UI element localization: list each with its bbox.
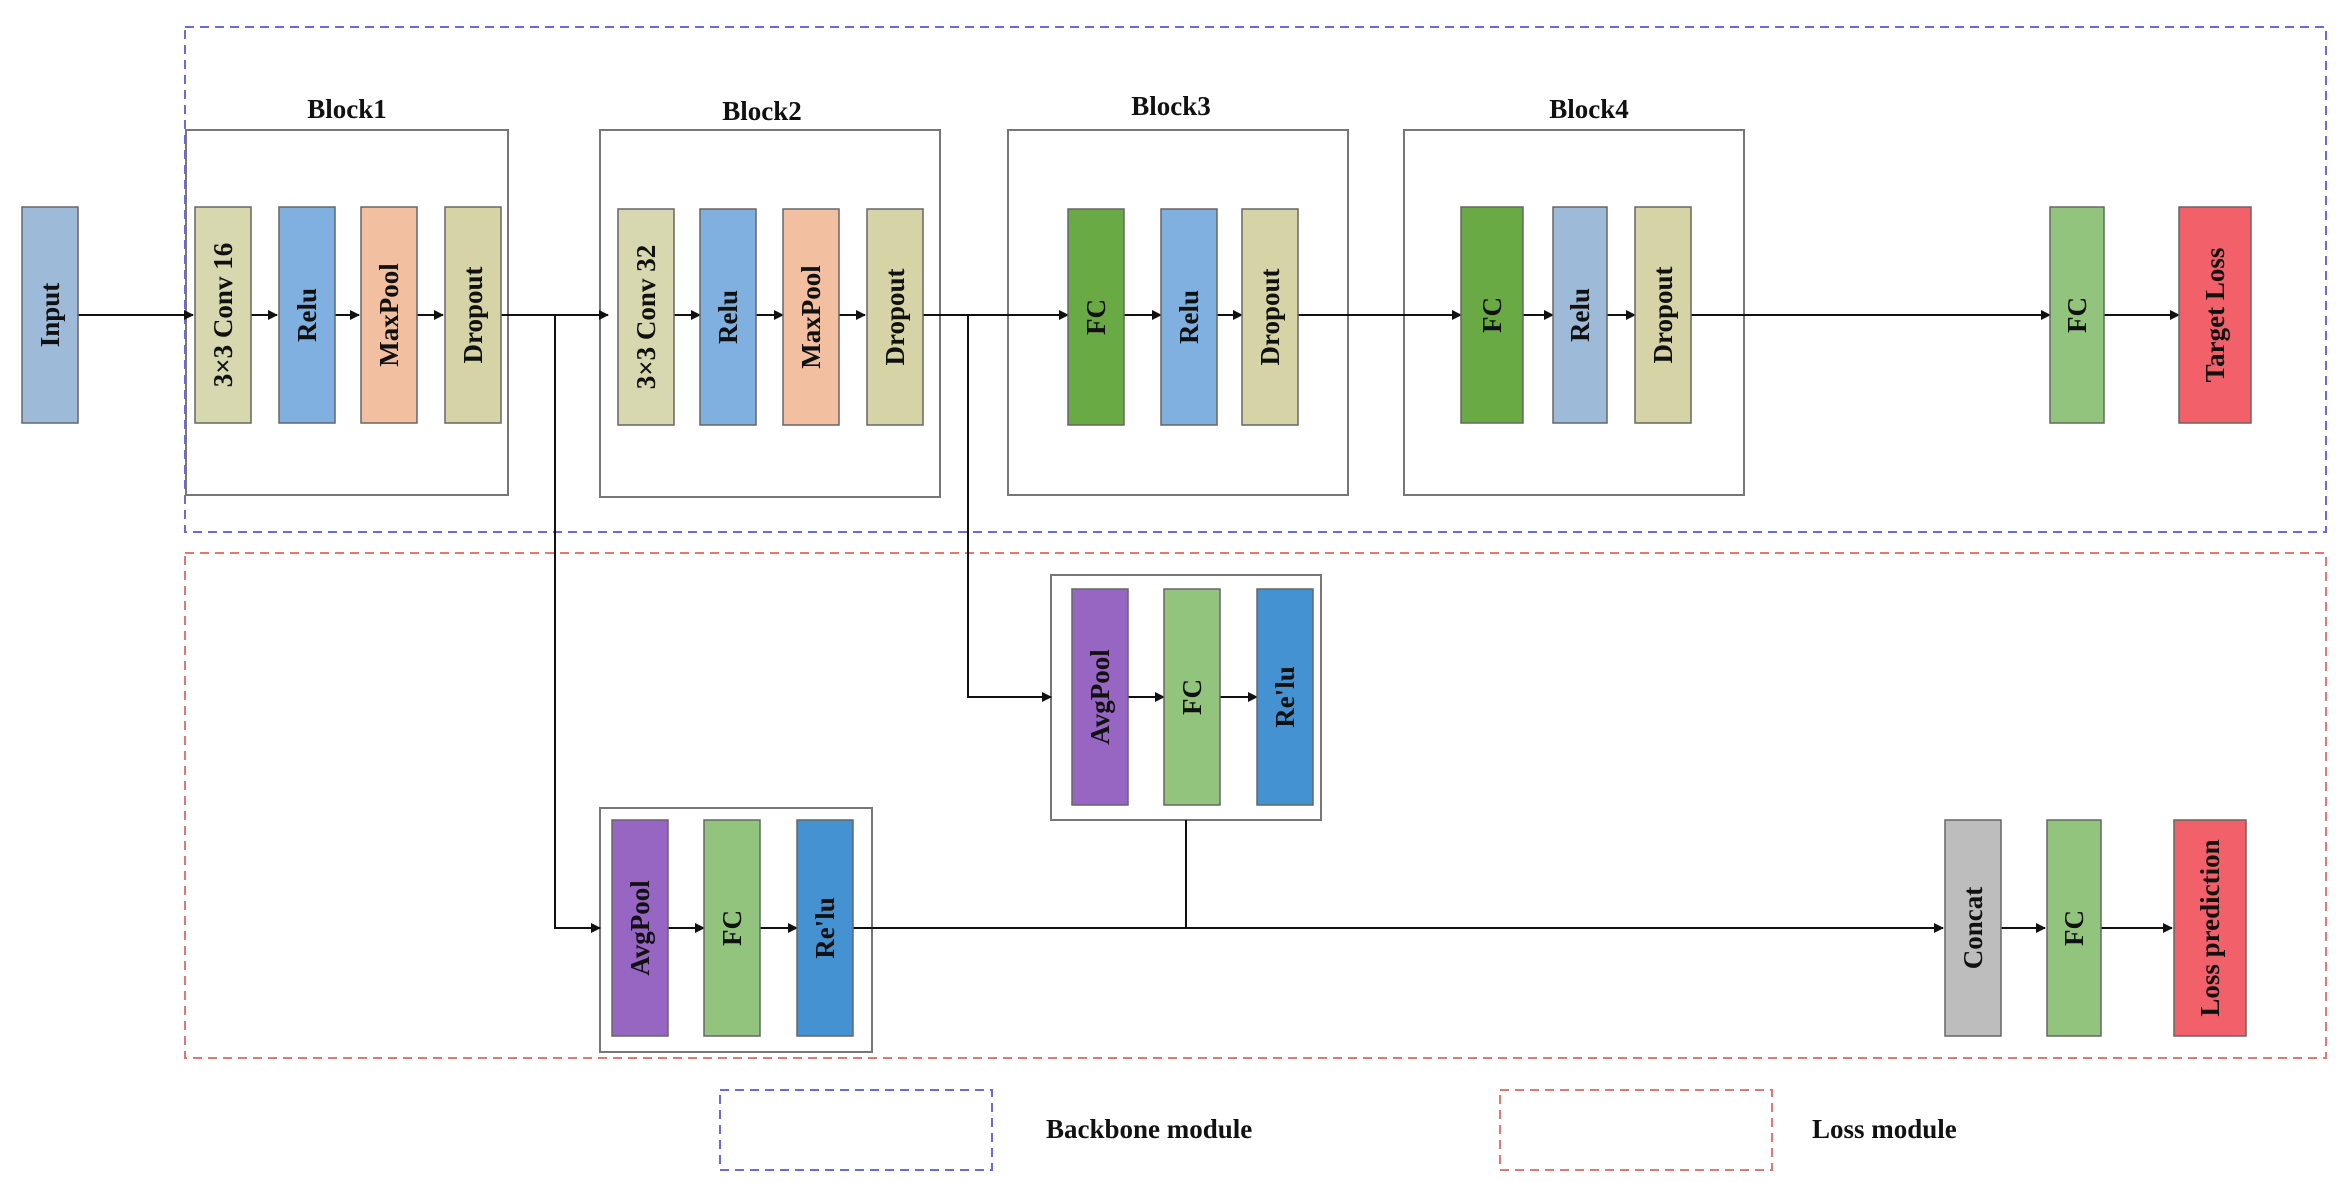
- layer-fc-upper: FC: [1163, 588, 1221, 806]
- svg-text:Re'lu: Re'lu: [1270, 666, 1300, 728]
- svg-text:FC: FC: [1177, 679, 1207, 715]
- block4-title: Block4: [1549, 94, 1629, 124]
- layer-relu-3: Relu: [1160, 208, 1218, 426]
- layer-fc-lower: FC: [703, 819, 761, 1037]
- svg-text:FC: FC: [717, 910, 747, 946]
- svg-text:Dropout: Dropout: [1255, 268, 1285, 365]
- svg-text:MaxPool: MaxPool: [374, 263, 404, 367]
- connectors: [78, 310, 2180, 933]
- layer-avgpool-upper: AvgPool: [1071, 588, 1129, 806]
- layer-loss-prediction: Loss prediction: [2173, 819, 2247, 1037]
- layer-maxpool-2: MaxPool: [782, 208, 840, 426]
- layer-dropout-3: Dropout: [1241, 208, 1299, 426]
- svg-text:Dropout: Dropout: [880, 268, 910, 365]
- layer-fc-block3: FC: [1067, 208, 1125, 426]
- svg-text:Target Loss: Target Loss: [2200, 248, 2230, 383]
- layer-dropout-1: Dropout: [444, 206, 502, 424]
- layer-dropout-4: Dropout: [1634, 206, 1692, 424]
- svg-text:AvgPool: AvgPool: [625, 880, 655, 976]
- legend-loss-swatch: [1499, 1089, 1773, 1171]
- layer-dropout-2: Dropout: [866, 208, 924, 426]
- layer-conv32: 3×3 Conv 32: [617, 208, 675, 426]
- svg-text:Dropout: Dropout: [1648, 266, 1678, 363]
- svg-text:Loss prediction: Loss prediction: [2195, 839, 2225, 1016]
- svg-text:MaxPool: MaxPool: [796, 265, 826, 369]
- layer-maxpool-1: MaxPool: [360, 206, 418, 424]
- backbone-module-region: [184, 26, 2327, 533]
- layer-avgpool-lower: AvgPool: [611, 819, 669, 1037]
- layer-prelu-lower: Re'lu: [796, 819, 854, 1037]
- svg-text:3×3 Conv 32: 3×3 Conv 32: [631, 245, 661, 389]
- svg-text:Relu: Relu: [1565, 288, 1595, 342]
- layer-conv16: 3×3 Conv 16: [194, 206, 252, 424]
- svg-text:FC: FC: [1477, 297, 1507, 333]
- layer-target-loss: Target Loss: [2178, 206, 2252, 424]
- layer-relu-4: Relu: [1552, 206, 1608, 424]
- svg-text:FC: FC: [2059, 910, 2089, 946]
- layer-concat: Concat: [1944, 819, 2002, 1037]
- svg-text:Relu: Relu: [713, 290, 743, 344]
- svg-text:Relu: Relu: [1174, 290, 1204, 344]
- layer-fc-block4: FC: [1460, 206, 1524, 424]
- svg-text:Re'lu: Re'lu: [810, 897, 840, 959]
- layer-fc-loss: FC: [2046, 819, 2102, 1037]
- block3-frame: [1007, 129, 1349, 496]
- legend-loss-label: Loss module: [1812, 1114, 1957, 1144]
- legend-backbone-label: Backbone module: [1046, 1114, 1252, 1144]
- layer-fc-head: FC: [2049, 206, 2105, 424]
- block2-title: Block2: [722, 96, 802, 126]
- block4-frame: [1403, 129, 1745, 496]
- layer-prelu-upper: Re'lu: [1256, 588, 1314, 806]
- layer-input: Input: [21, 206, 79, 424]
- legend-backbone-swatch: [719, 1089, 993, 1171]
- svg-text:FC: FC: [1081, 299, 1111, 335]
- svg-text:Dropout: Dropout: [458, 266, 488, 363]
- svg-text:Input: Input: [35, 283, 65, 348]
- block3-title: Block3: [1131, 91, 1211, 121]
- layer-relu-1: Relu: [278, 206, 336, 424]
- layer-relu-2: Relu: [699, 208, 757, 426]
- svg-text:3×3 Conv 16: 3×3 Conv 16: [208, 243, 238, 387]
- block1-title: Block1: [307, 94, 387, 124]
- svg-text:Relu: Relu: [292, 288, 322, 342]
- svg-text:Concat: Concat: [1958, 887, 1988, 970]
- svg-text:FC: FC: [2062, 297, 2092, 333]
- loss-module-region: [184, 552, 2327, 1059]
- svg-text:AvgPool: AvgPool: [1085, 649, 1115, 745]
